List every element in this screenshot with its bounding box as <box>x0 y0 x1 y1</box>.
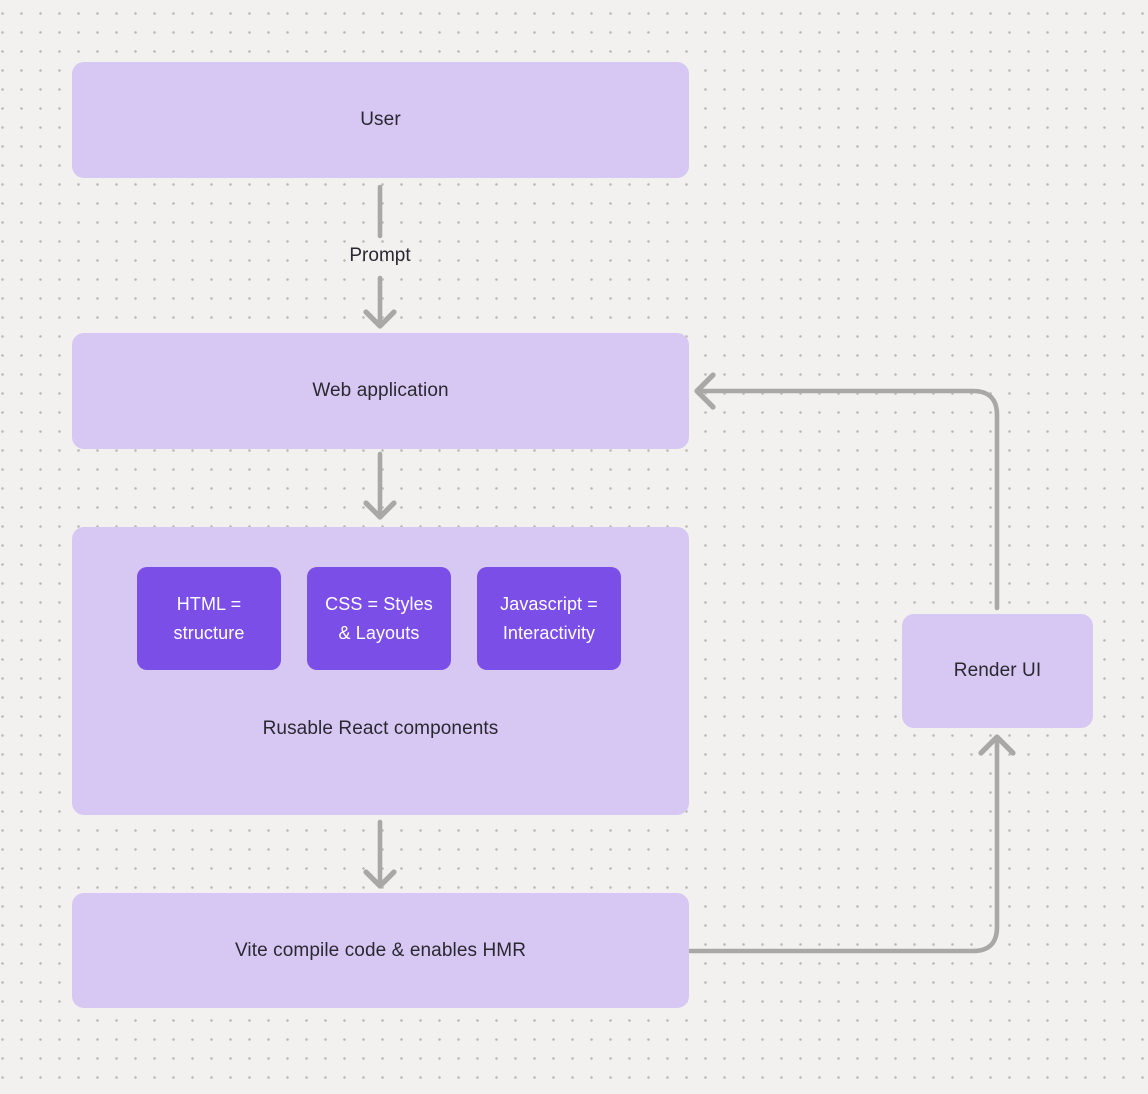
node-css: CSS = Styles & Layouts <box>307 567 451 670</box>
node-user-label: User <box>360 109 401 130</box>
node-render-ui-label: Render UI <box>953 660 1042 681</box>
node-javascript-label-line2: Interactivity <box>502 622 596 643</box>
arrow-webapp-to-components <box>363 451 397 520</box>
node-html-label-line2: structure <box>173 622 245 643</box>
node-components-container: HTML = structure CSS = Styles & Layouts … <box>72 527 689 815</box>
node-javascript-label-line1: Javascript = <box>500 593 598 614</box>
connector-renderui-to-webapp <box>694 372 1000 611</box>
node-user: User <box>72 62 689 178</box>
node-html: HTML = structure <box>137 567 281 670</box>
node-render-ui: Render UI <box>902 614 1093 728</box>
node-vite: Vite compile code & enables HMR <box>72 893 689 1008</box>
node-css-label-line2: & Layouts <box>338 622 420 643</box>
node-html-label-line1: HTML = <box>176 593 242 614</box>
node-web-application: Web application <box>72 333 689 449</box>
components-caption: Rusable React components <box>262 718 499 739</box>
node-javascript: Javascript = Interactivity <box>477 567 621 670</box>
node-web-application-label: Web application <box>312 380 449 401</box>
node-vite-label: Vite compile code & enables HMR <box>234 939 527 961</box>
arrow-user-to-webapp <box>363 184 397 329</box>
edge-label-prompt: Prompt <box>349 245 411 266</box>
connector-vite-to-renderui <box>687 734 1016 954</box>
node-css-label-line1: CSS = Styles <box>325 593 433 614</box>
arrow-components-to-vite <box>363 819 397 889</box>
